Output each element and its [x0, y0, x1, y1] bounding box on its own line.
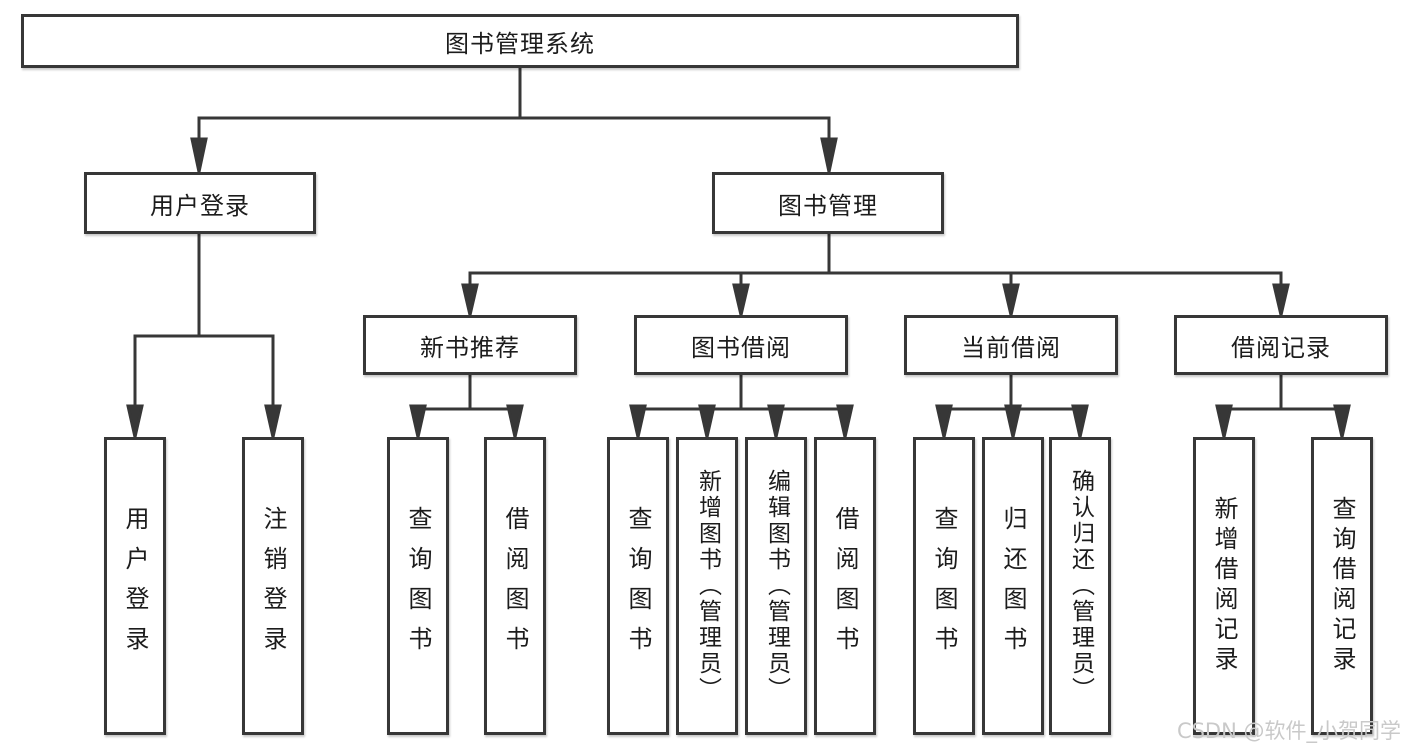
node-new-book-recommend-label: 新书推荐: [420, 333, 520, 362]
connector-book-management-to-level3: [461, 234, 1290, 316]
leaf-query-borrow-record: 查询借阅记录: [1311, 437, 1373, 735]
leaf-user-login-label: 用户登录: [121, 506, 149, 666]
leaf-add-book-admin-label: 新增图书（管理员）: [694, 469, 721, 703]
node-book-management-label: 图书管理: [778, 191, 878, 220]
connector-root-to-level2: [190, 66, 838, 173]
node-current-borrow-label: 当前借阅: [961, 333, 1061, 362]
arrowhead-leaf-confirm-return: [1071, 404, 1089, 438]
leaf-borrow-book-1-label: 借阅图书: [501, 506, 529, 666]
arrowhead-leaf-return-book: [1004, 404, 1022, 438]
leaf-logout: 注销登录: [242, 437, 304, 735]
connector-new-book-recommend-to-leaves: [409, 375, 524, 438]
arrowhead-current-borrow: [1002, 283, 1020, 316]
leaf-return-book: 归还图书: [982, 437, 1044, 735]
arrowhead-leaf-add-borrow-record: [1215, 404, 1233, 438]
leaf-logout-label: 注销登录: [259, 506, 287, 666]
leaf-confirm-return-admin-label: 确认归还（管理员）: [1067, 469, 1094, 703]
node-borrow-records-label: 借阅记录: [1231, 333, 1331, 362]
node-current-borrow: 当前借阅: [904, 315, 1118, 375]
leaf-query-book-2-label: 查询图书: [624, 506, 652, 666]
leaf-borrow-book-2: 借阅图书: [814, 437, 876, 735]
connector-book-borrow-to-leaves: [629, 375, 854, 438]
leaf-borrow-book-1: 借阅图书: [484, 437, 546, 735]
leaf-query-book-3: 查询图书: [913, 437, 975, 735]
leaf-add-borrow-record-label: 新增借阅记录: [1210, 496, 1238, 676]
arrowhead-leaf-query-book-3: [935, 404, 953, 438]
arrowhead-leaf-query-book-1: [409, 404, 427, 438]
node-root-label: 图书管理系统: [445, 29, 595, 58]
arrowhead-leaf-add-book: [698, 404, 716, 438]
leaf-user-login: 用户登录: [104, 437, 166, 735]
leaf-query-book-2: 查询图书: [607, 437, 669, 735]
arrowhead-book-borrow: [732, 283, 750, 316]
arrowhead-user-login: [190, 137, 208, 173]
leaf-query-borrow-record-label: 查询借阅记录: [1328, 496, 1356, 676]
leaf-query-book-3-label: 查询图书: [930, 506, 958, 666]
arrowhead-borrow-records: [1272, 283, 1290, 316]
leaf-confirm-return-admin: 确认归还（管理员）: [1049, 437, 1111, 735]
arrowhead-leaf-borrow-book-1: [506, 404, 524, 438]
node-book-borrow: 图书借阅: [634, 315, 848, 375]
node-user-login: 用户登录: [84, 172, 316, 234]
connector-current-borrow-to-leaves: [935, 375, 1089, 438]
leaf-query-book-1: 查询图书: [387, 437, 449, 735]
node-book-borrow-label: 图书借阅: [691, 333, 791, 362]
arrowhead-new-book-recommend: [461, 283, 479, 316]
arrowhead-book-management: [820, 137, 838, 173]
leaf-borrow-book-2-label: 借阅图书: [831, 506, 859, 666]
leaf-add-book-admin: 新增图书（管理员）: [676, 437, 738, 735]
node-borrow-records: 借阅记录: [1174, 315, 1388, 375]
node-book-management: 图书管理: [712, 172, 944, 234]
arrowhead-leaf-logout: [264, 404, 282, 438]
leaf-query-book-1-label: 查询图书: [404, 506, 432, 666]
arrowhead-leaf-query-book-2: [629, 404, 647, 438]
arrowhead-leaf-user-login: [126, 404, 144, 438]
connector-borrow-records-to-leaves: [1215, 375, 1351, 438]
arrowhead-leaf-query-borrow-record: [1333, 404, 1351, 438]
node-new-book-recommend: 新书推荐: [363, 315, 577, 375]
leaf-return-book-label: 归还图书: [999, 506, 1027, 666]
leaf-add-borrow-record: 新增借阅记录: [1193, 437, 1255, 735]
node-user-login-label: 用户登录: [150, 191, 250, 220]
watermark: CSDN @软件_小贺同学: [1176, 719, 1401, 743]
arrowhead-leaf-edit-book: [767, 404, 785, 438]
connector-user-login-to-leaves: [126, 234, 282, 438]
leaf-edit-book-admin-label: 编辑图书（管理员）: [763, 469, 790, 703]
node-root: 图书管理系统: [21, 14, 1019, 68]
leaf-edit-book-admin: 编辑图书（管理员）: [745, 437, 807, 735]
arrowhead-leaf-borrow-book-2: [836, 404, 854, 438]
